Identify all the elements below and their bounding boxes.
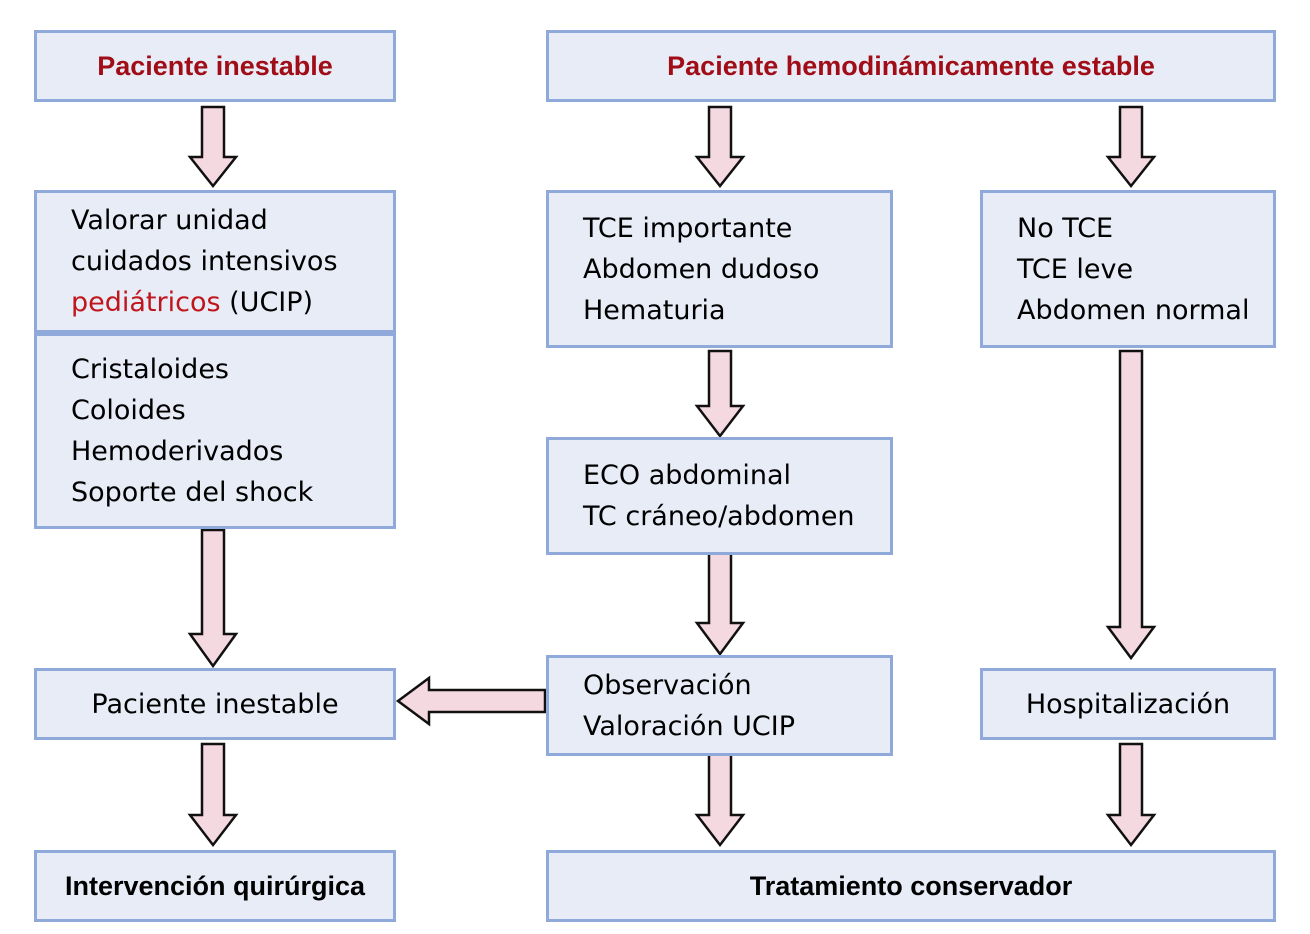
imaging-line-2: TC cráneo/abdomen (583, 501, 855, 532)
ucip-line-3: pediátricos (UCIP) (71, 282, 393, 323)
stable-header-label: Paciente hemodinámicamente estable (667, 50, 1155, 81)
no-tce-line-1: No TCE (1017, 212, 1114, 244)
tce-important-line-3: Hematuria (583, 294, 726, 326)
arrow-no-tce-to-hospitalization (1105, 349, 1157, 661)
ucip-line-3-black: (UCIP) (220, 287, 314, 318)
node-ucip[interactable]: Valorar unidad cuidados intensivos pediá… (34, 190, 396, 333)
ucip-line-1: Valorar unidad (71, 205, 268, 236)
ucip-line-3-red: pediátricos (71, 287, 221, 318)
arrow-observation-to-unstable-patient (395, 675, 547, 727)
arrow-stable-header-to-no-tce (1105, 105, 1157, 189)
arrow-tce-to-imaging (694, 349, 746, 439)
node-hospitalization[interactable]: Hospitalización (980, 668, 1276, 740)
unstable-patient-label: Paciente inestable (91, 688, 339, 720)
node-no-tce[interactable]: No TCE TCE leve Abdomen normal (980, 190, 1276, 348)
conservative-label: Tratamiento conservador (749, 870, 1073, 901)
hospitalization-label: Hospitalización (1025, 688, 1231, 720)
observation-line-2: Valoración UCIP (583, 710, 796, 742)
fluids-line-3: Hemoderivados (71, 436, 284, 467)
tce-important-line-1: TCE importante (583, 212, 793, 244)
node-observation[interactable]: Observación Valoración UCIP (546, 655, 893, 756)
fluids-line-2: Coloides (71, 395, 186, 426)
observation-line-1: Observación (583, 669, 752, 701)
no-tce-line-3: Abdomen normal (1017, 294, 1250, 326)
arrow-unstable-header-to-ucip (187, 105, 239, 189)
fluids-line-4: Soporte del shock (71, 477, 314, 508)
surgery-label: Intervención quirúrgica (64, 870, 366, 901)
arrow-fluids-to-unstable-patient (187, 528, 239, 669)
node-conservative[interactable]: Tratamiento conservador (546, 850, 1276, 922)
arrow-stable-header-to-tce (694, 105, 746, 189)
node-imaging[interactable]: ECO abdominal TC cráneo/abdomen (546, 437, 893, 555)
node-fluids[interactable]: Cristaloides Coloides Hemoderivados Sopo… (34, 333, 396, 529)
node-surgery[interactable]: Intervención quirúrgica (34, 850, 396, 922)
fluids-line-1: Cristaloides (71, 354, 229, 385)
node-unstable-header[interactable]: Paciente inestable (34, 30, 396, 102)
tce-important-line-2: Abdomen dudoso (583, 253, 820, 285)
ucip-line-2: cuidados intensivos (71, 246, 338, 277)
arrow-observation-to-conservative (694, 750, 746, 848)
arrow-hospitalization-to-conservative (1105, 742, 1157, 848)
node-unstable-patient[interactable]: Paciente inestable (34, 668, 396, 740)
node-tce-important[interactable]: TCE importante Abdomen dudoso Hematuria (546, 190, 893, 348)
imaging-line-1: ECO abdominal (583, 460, 792, 491)
unstable-header-label: Paciente inestable (97, 50, 333, 81)
no-tce-line-2: TCE leve (1017, 253, 1134, 285)
arrow-unstable-patient-to-surgery (187, 742, 239, 848)
node-stable-header[interactable]: Paciente hemodinámicamente estable (546, 30, 1276, 102)
